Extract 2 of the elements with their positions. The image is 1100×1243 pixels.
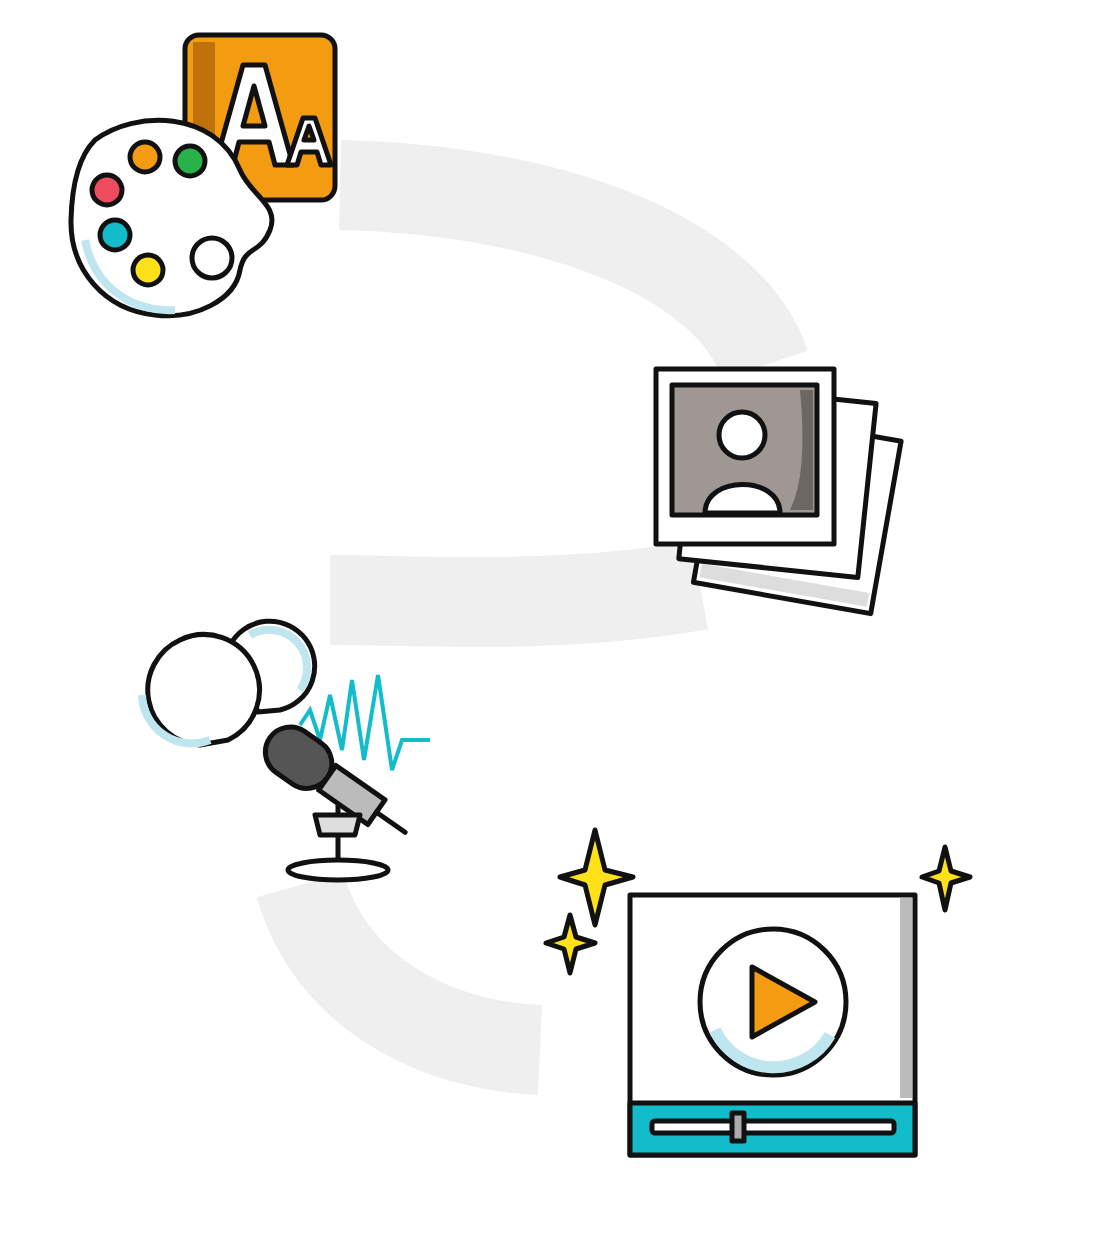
palette-and-font-icon bbox=[65, 30, 340, 320]
video-player-with-sparkles-icon bbox=[540, 825, 975, 1160]
